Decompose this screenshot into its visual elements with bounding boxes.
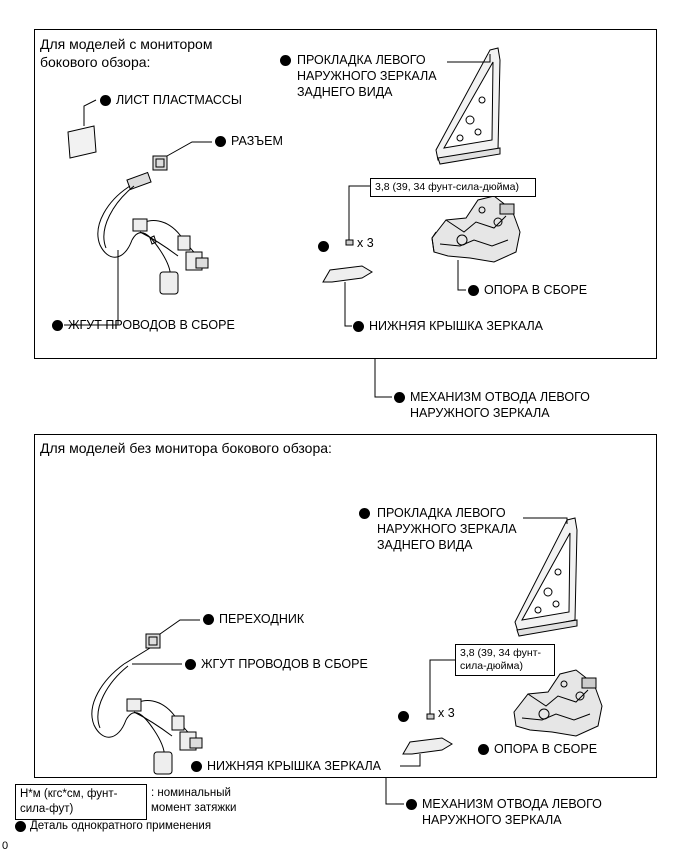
connector-drawing-1 [152,155,168,171]
leader-retract-2 [385,778,404,805]
torque-spec-box-2: 3,8 (39, 34 фунт- сила-дюйма) [455,644,555,676]
leader-retract-1 [374,359,392,398]
one-time-use-marker-harness-1 [52,320,63,331]
lower-cover-label-2: НИЖНЯЯ КРЫШКА ЗЕРКАЛА [207,759,381,773]
retract-mechanism-label-1-line-1: МЕХАНИЗМ ОТВОДА ЛЕВОГО [410,390,590,404]
torque-spec-box-1: 3,8 (39, 34 фунт-сила-дюйма) [370,178,536,197]
leader-plastic-sheet [83,99,97,126]
panel-2-header: Для моделей без монитора бокового обзора… [40,440,332,456]
one-time-use-marker-harness-2 [185,659,196,670]
gasket-label-1-line-3: ЗАДНЕГО ВИДА [297,85,393,99]
torque-spec-2-line-1: 3,8 (39, 34 фунт- [460,647,541,659]
one-time-use-marker-support-2 [478,744,489,755]
adapter-drawing [145,633,161,649]
adapter-label: ПЕРЕХОДНИК [219,612,305,626]
wire-harness-drawing-2 [91,647,203,775]
gasket-label-1-line-2: НАРУЖНОГО ЗЕРКАЛА [297,69,437,83]
legend-torque-box: Н*м (кгс*см, фунт- сила-фут) [15,784,147,820]
legend-torque-desc-line-1: : номинальный [151,787,231,799]
legend-torque-desc-line-2: момент затяжки [151,802,237,814]
lower-cover-drawing-2 [402,737,453,755]
one-time-use-marker-retract-1 [394,392,405,403]
gasket-label-2-line-2: НАРУЖНОГО ЗЕРКАЛА [377,522,517,536]
panel-1-header-line-2: бокового обзора: [40,54,151,70]
legend-one-time-use-marker [15,821,26,832]
gasket-label-2-line-3: ЗАДНЕГО ВИДА [377,538,473,552]
gasket-label-1-line-1: ПРОКЛАДКА ЛЕВОГО [297,53,426,67]
one-time-use-marker-support-1 [468,285,479,296]
one-time-use-marker-gasket-1 [280,55,291,66]
leader-lower-cover-2 [400,754,421,767]
leader-support-1 [457,260,466,291]
page-number: 0 [2,840,9,852]
panel-without-side-monitor [34,434,657,778]
leader-torque-1 [348,185,370,232]
panel-1-header-line-1: Для моделей с монитором [40,36,213,52]
support-assembly-drawing-1 [431,195,521,263]
leader-adapter [159,619,200,635]
leader-harness-1 [64,250,119,326]
legend-torque-box-line-1: Н*м (кгс*см, фунт- [20,788,118,800]
retract-mechanism-label-1-line-2: НАРУЖНОГО ЗЕРКАЛА [410,406,550,420]
one-time-use-marker-bolt-1 [318,241,329,252]
one-time-use-marker-plastic-sheet [100,95,111,106]
bolt-quantity-2: x 3 [438,706,455,720]
legend-one-time-use-label: Деталь однократного применения [30,820,212,832]
leader-gasket-1 [447,54,491,63]
bolt-drawing-1 [345,232,354,246]
wire-harness-drawing-1 [97,171,209,295]
mirror-gasket-drawing-1 [435,47,501,165]
legend-torque-box-line-2: сила-фут) [20,803,74,815]
leader-lower-cover-1 [344,282,352,327]
lower-cover-label-1: НИЖНЯЯ КРЫШКА ЗЕРКАЛА [369,319,543,333]
one-time-use-marker-retract-2 [406,799,417,810]
plastic-sheet-label: ЛИСТ ПЛАСТМАССЫ [116,93,243,107]
one-time-use-marker-lower-cover-2 [191,761,202,772]
support-assembly-label-2: ОПОРА В СБОРЕ [494,742,598,756]
mirror-gasket-drawing-2 [514,517,578,637]
one-time-use-marker-lower-cover-1 [353,321,364,332]
one-time-use-marker-connector [215,136,226,147]
bolt-drawing-2 [426,706,435,720]
one-time-use-marker-bolt-2 [398,711,409,722]
torque-spec-2-line-2: сила-дюйма) [460,660,523,672]
leader-connector [166,141,212,157]
one-time-use-marker-gasket-2 [359,508,370,519]
support-assembly-label-1: ОПОРА В СБОРЕ [484,283,588,297]
gasket-label-2-line-1: ПРОКЛАДКА ЛЕВОГО [377,506,506,520]
retract-mechanism-label-2-line-2: НАРУЖНОГО ЗЕРКАЛА [422,813,562,827]
support-assembly-drawing-2 [513,669,603,737]
plastic-sheet-drawing [67,125,97,159]
lower-cover-drawing-1 [322,265,373,283]
wire-harness-label-2: ЖГУТ ПРОВОДОВ В СБОРЕ [201,657,368,671]
one-time-use-marker-adapter [203,614,214,625]
panel-with-side-monitor [34,29,657,359]
leader-gasket-2 [523,517,568,524]
connector-label: РАЗЪЕМ [231,134,283,148]
retract-mechanism-label-2-line-1: МЕХАНИЗМ ОТВОДА ЛЕВОГО [422,797,602,811]
bolt-quantity-1: x 3 [357,236,374,250]
wire-harness-label-1: ЖГУТ ПРОВОДОВ В СБОРЕ [68,318,235,332]
leader-torque-2 [429,659,455,706]
